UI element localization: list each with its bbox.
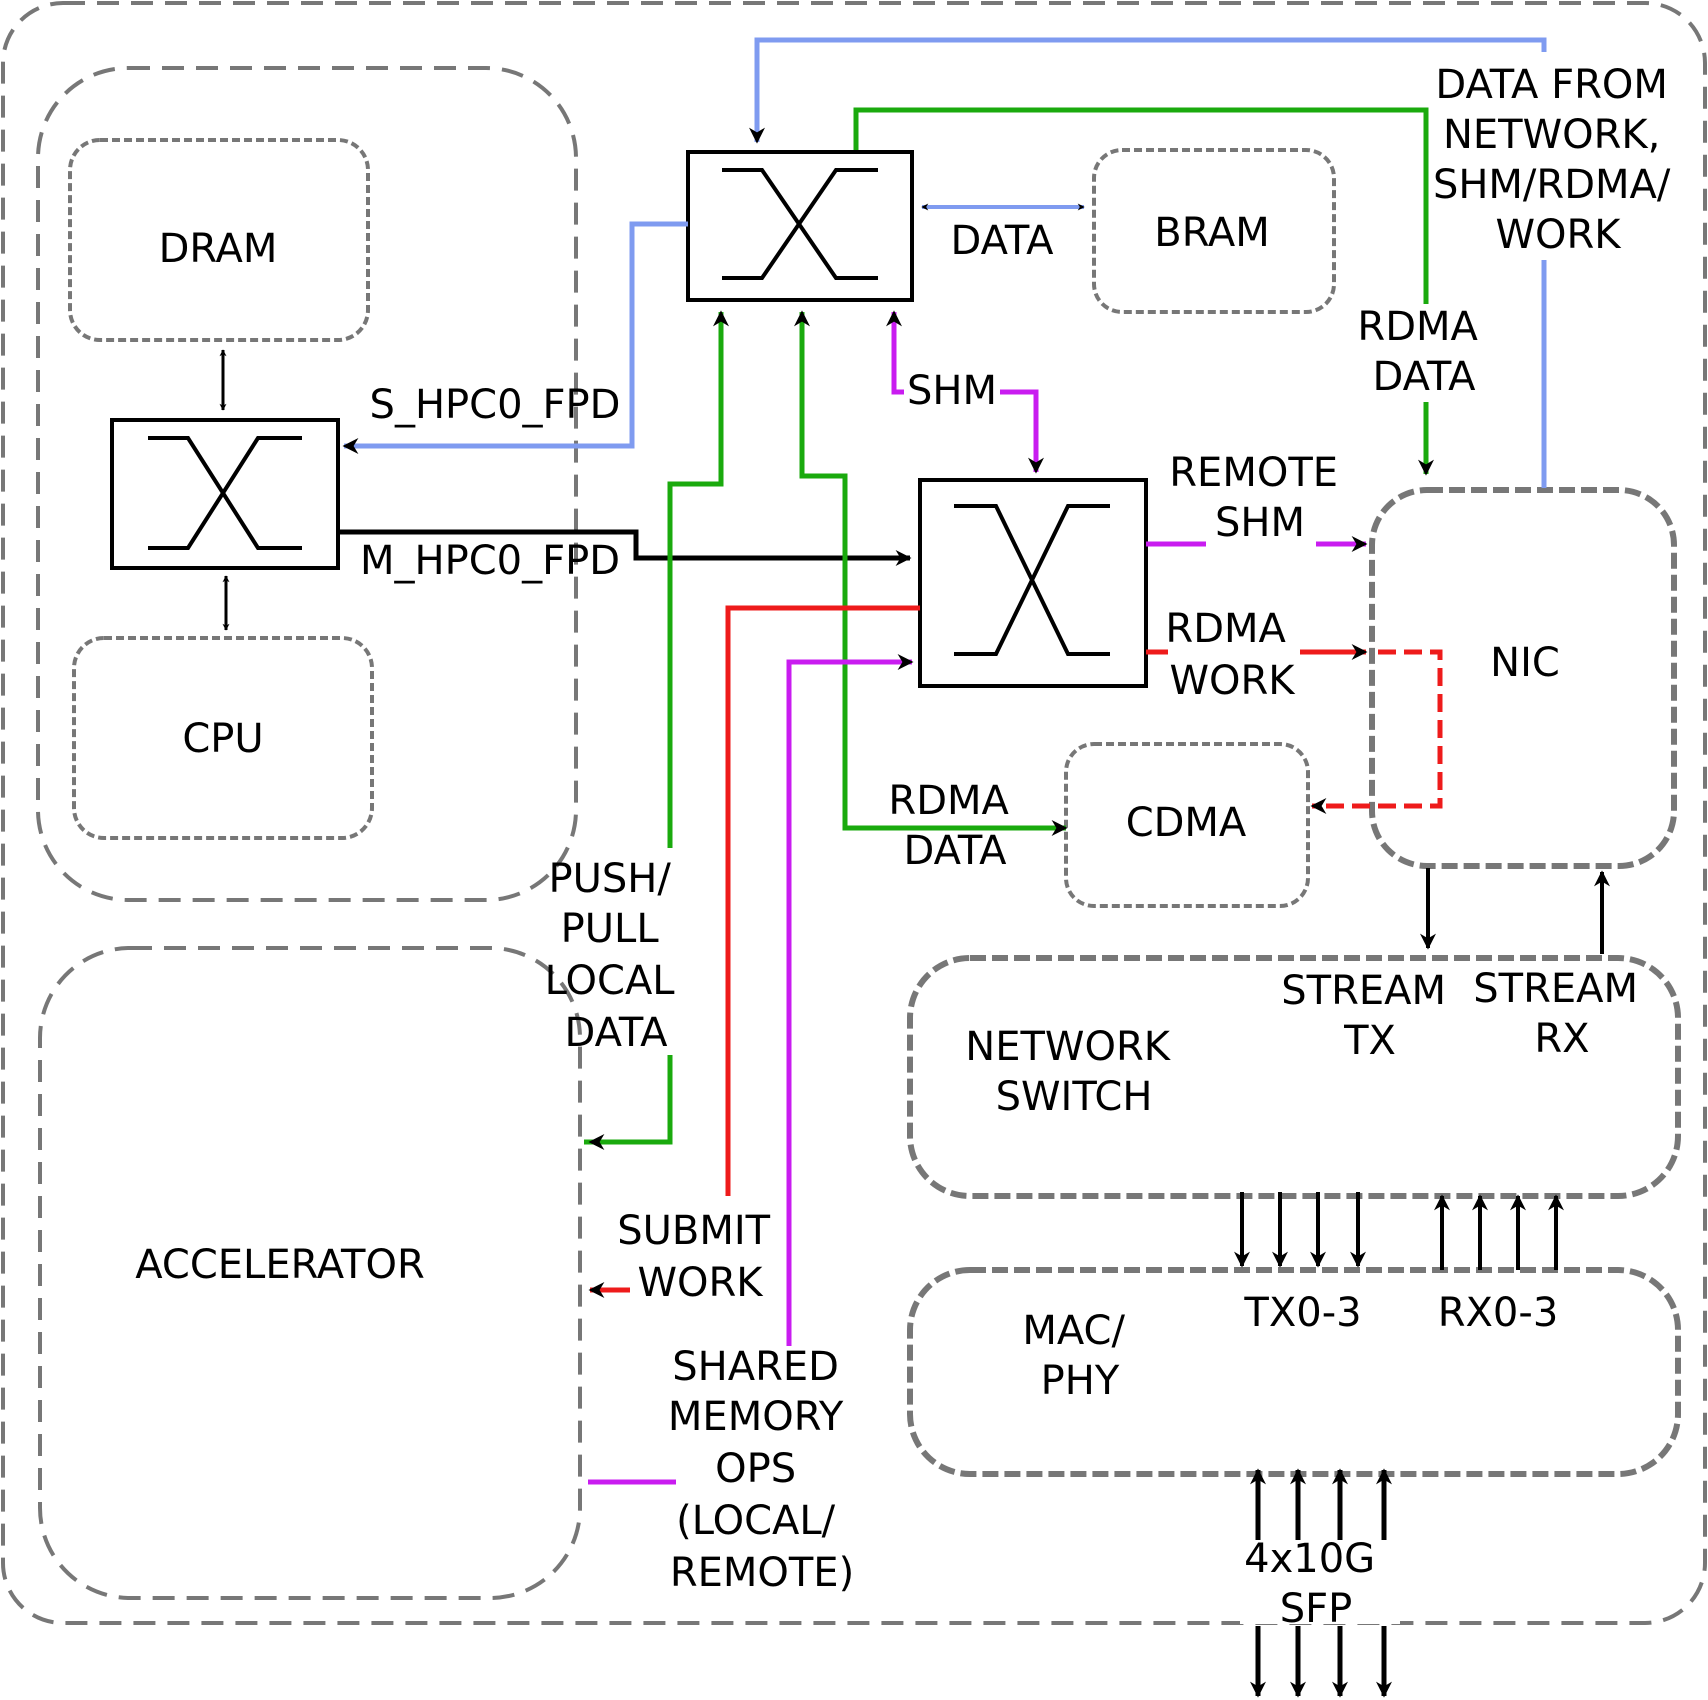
rdma-data-top-line [853,107,1434,476]
bram-block [1092,148,1336,314]
dram-label: DRAM [159,226,278,272]
tx0-3-label: TX0-3 [1243,1290,1361,1336]
network-switch-label: NETWORK SWITCH [965,1024,1182,1120]
shm-label: SHM [907,368,997,414]
nic-cdma-line [1310,649,1443,814]
network-switch-block [907,955,1681,1199]
data-from-network-line [757,37,1547,488]
cpu-label: CPU [182,716,263,762]
m-hpc0-fpd-line [338,529,912,566]
s-hpc0-fpd-line [342,221,688,454]
processing-system-group [36,66,578,902]
data-from-network-label: DATA FROM NETWORK, SHM/RDMA/ WORK [1433,62,1683,258]
s-hpc0-fpd-label: S_HPC0_FPD [370,382,621,428]
cdma-rdma-data-line [794,310,1068,836]
accelerator-label: ACCELERATOR [135,1242,425,1288]
sfp-arrows [1250,1468,1392,1698]
outer-fpga-border [1,1,1707,1625]
stream-rx-label: STREAM RX [1473,966,1650,1062]
cdma-rdma-data-label: RDMA DATA [888,778,1021,874]
rdma-work-label: RDMA WORK [1165,606,1298,704]
accelerator-block [38,946,582,1600]
shared-memory-ops-label: SHARED MEMORY OPS (LOCAL/ REMOTE) [668,1344,856,1596]
nic-label: NIC [1490,640,1560,686]
main-interconnect [918,478,1148,688]
tx-arrows [1234,1192,1366,1268]
cpu-block [72,636,374,840]
m-hpc0-fpd-label: M_HPC0_FPD [360,538,620,584]
bram-data-label: DATA [950,218,1054,264]
rdma-data-top-label: RDMA DATA [1357,304,1490,400]
mac-phy-label: MAC/ PHY [1022,1308,1137,1404]
bram-label: BRAM [1154,210,1270,256]
top-interconnect [686,150,914,302]
remote-shm-label: REMOTE SHM [1169,450,1351,546]
cdma-label: CDMA [1126,800,1247,846]
dram-block [68,138,370,342]
ps-interconnect [110,418,340,570]
push-pull-label: PUSH/ PULL LOCAL DATA [545,856,688,1056]
sfp-label: 4x10G SFP [1244,1536,1388,1632]
submit-work-label: SUBMIT WORK [617,1208,783,1306]
stream-tx-label: STREAM TX [1281,968,1458,1064]
submit-work-line [590,605,920,1290]
shared-memory-ops-line [588,662,912,1485]
rx-arrows [1434,1194,1564,1270]
rx0-3-label: RX0-3 [1438,1290,1559,1336]
nic-block [1369,487,1677,869]
